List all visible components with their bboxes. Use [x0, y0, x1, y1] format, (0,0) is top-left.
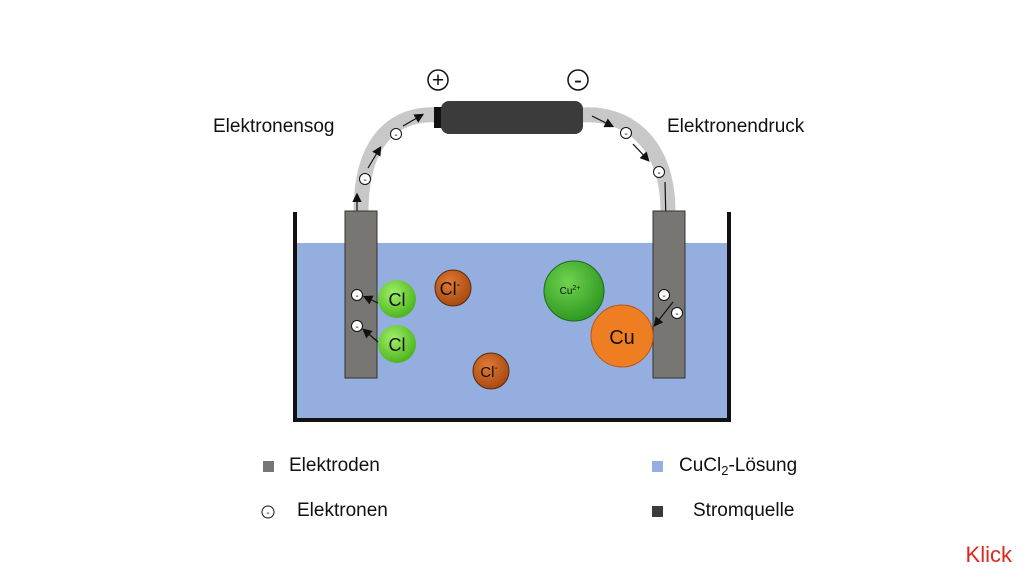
svg-text:-: -: [675, 309, 678, 320]
electron-icon-anode-1: -: [351, 289, 363, 302]
svg-text:-: -: [355, 322, 358, 333]
electron-icon-wire-3: -: [620, 127, 632, 140]
legend-solution-label: CuCl2-Lösung: [679, 455, 798, 478]
electron-icon-wire-1: -: [390, 128, 402, 141]
copper-atom: Cu: [590, 304, 654, 368]
minus-sign: -: [574, 67, 582, 94]
svg-text:-: -: [657, 168, 660, 179]
legend-solution-swatch: [652, 461, 663, 472]
svg-text:-: -: [266, 508, 269, 519]
svg-text:Cl-: Cl-: [480, 363, 498, 381]
svg-text:-: -: [662, 291, 665, 302]
legend-electrodes-label: Elektroden: [289, 455, 380, 476]
negative-terminal-icon: -: [567, 67, 589, 94]
electron-icon-wire-2: -: [359, 173, 371, 186]
svg-text:Cu2+: Cu2+: [560, 285, 581, 297]
svg-text:Cu: Cu: [609, 327, 635, 349]
legend-electrons-label: Elektronen: [297, 500, 388, 521]
label-elektronendruck: Elektronendruck: [667, 116, 805, 137]
next-klick-button[interactable]: Klick: [965, 542, 1012, 567]
chloride-ion-1: Cl-: [434, 269, 472, 307]
wire-right: [574, 107, 676, 220]
legend-electrodes-swatch: [263, 461, 274, 472]
label-elektronensog: Elektronensog: [213, 116, 335, 137]
vessel: [293, 212, 731, 422]
svg-text:-: -: [355, 291, 358, 302]
copper-ion: Cu2+: [543, 260, 605, 322]
power-source: [441, 101, 583, 134]
svg-text:-: -: [363, 175, 366, 186]
svg-text:-: -: [624, 129, 627, 140]
svg-text:Cl: Cl: [389, 290, 406, 310]
legend-source-swatch: [652, 506, 663, 517]
electron-icon-cathode-2: -: [671, 307, 683, 320]
chloride-ion-2: Cl-: [472, 352, 510, 390]
svg-text:Cl-: Cl-: [440, 279, 461, 299]
legend-electron-icon: -: [261, 505, 275, 519]
power-source-terminal: [434, 107, 444, 128]
electron-transfer-arrows: [362, 295, 674, 343]
chlorine-atom-1: Cl: [378, 280, 416, 318]
electron-icon-cathode-1: -: [658, 289, 670, 302]
svg-text:-: -: [394, 130, 397, 141]
electron-icon-wire-4: -: [653, 166, 665, 179]
legend-source-label: Stromquelle: [693, 500, 795, 521]
chlorine-atom-2: Cl: [378, 325, 416, 363]
positive-terminal-icon: +: [427, 69, 449, 92]
plus-sign: +: [432, 69, 444, 92]
svg-text:Cl: Cl: [389, 335, 406, 355]
electron-icon-anode-2: -: [351, 320, 363, 333]
